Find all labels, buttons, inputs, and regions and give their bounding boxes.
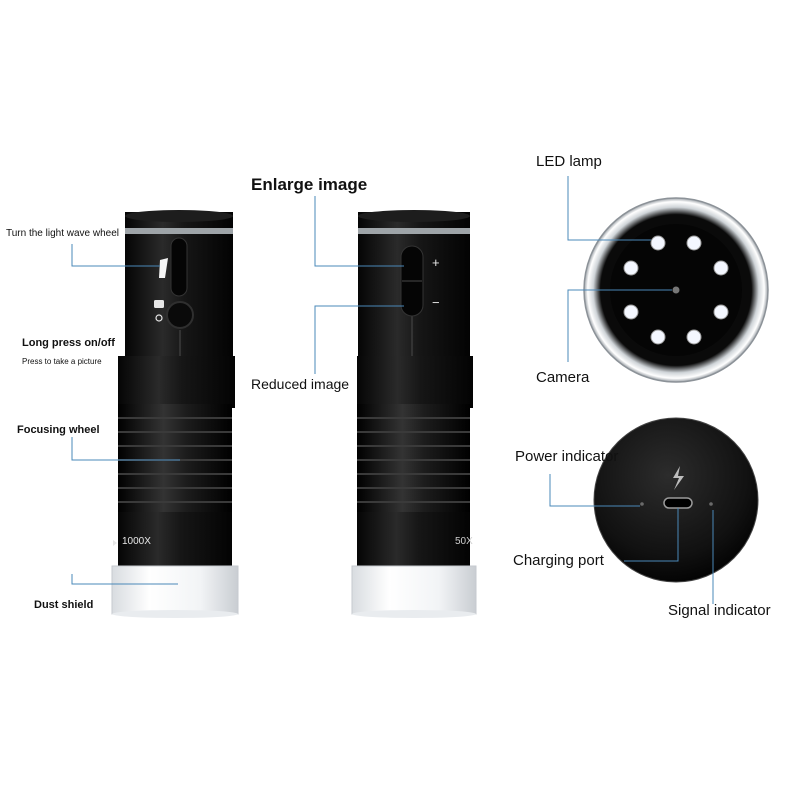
microscope-left [111,210,239,618]
camera-icon [154,300,164,308]
magnification-min-mark: 50X [455,536,473,547]
camera-end-view [583,197,769,383]
microscope-middle [351,210,477,618]
plus-mark: + [432,255,440,270]
magnification-max-mark: 1000X [122,536,151,547]
label-press-picture: Press to take a picture [22,357,102,366]
leader-lines [71,176,714,604]
light-level-icon [159,258,168,278]
power-icon [155,314,163,322]
label-signal-indicator: Signal indicator [668,602,771,619]
label-charging-port: Charging port [513,552,604,569]
play-arrow-icon [113,540,117,546]
label-reduced-image: Reduced image [251,376,350,392]
label-light-wheel: Turn the light wave wheel [6,228,120,239]
label-camera: Camera [536,369,590,386]
minus-mark: − [432,295,440,310]
label-led-lamp: LED lamp [536,153,602,170]
charging-port-icon [663,497,693,509]
base-bottom-view [593,417,759,583]
label-focusing-wheel: Focusing wheel [17,424,100,436]
label-enlarge-image: Enlarge image [251,175,368,194]
label-dust-shield: Dust shield [34,599,94,611]
signal-led [709,502,713,506]
label-power-indicator: Power indicator [515,448,619,465]
lightning-bolt-icon [673,466,684,490]
label-long-press: Long press on/off [22,337,115,349]
led-ring [623,235,729,345]
power-led [640,502,644,506]
camera-lens [672,286,680,294]
